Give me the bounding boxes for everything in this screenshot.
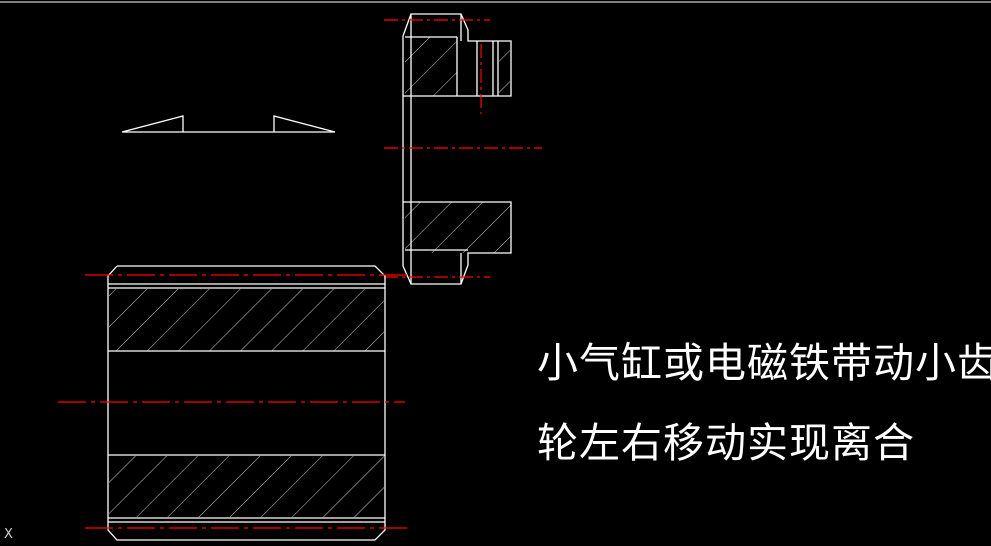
lower-hatch: [405, 202, 511, 253]
ucs-x-axis-label: X: [4, 527, 13, 542]
annotation-line-1: 小气缸或电磁铁带动小齿: [537, 339, 991, 387]
small-gear-section-view: [384, 13, 542, 285]
small-gear-outline: [402, 13, 512, 285]
annotation-line-2: 轮左右移动实现离合: [537, 419, 915, 467]
large-gear-outline: [107, 265, 386, 541]
upper-hatch: [405, 37, 457, 96]
upper-band-hatch: [109, 289, 384, 351]
lower-band-hatch: [109, 456, 384, 517]
section-arrow-symbol: [121, 115, 336, 133]
large-gear-section-view: [58, 265, 410, 541]
